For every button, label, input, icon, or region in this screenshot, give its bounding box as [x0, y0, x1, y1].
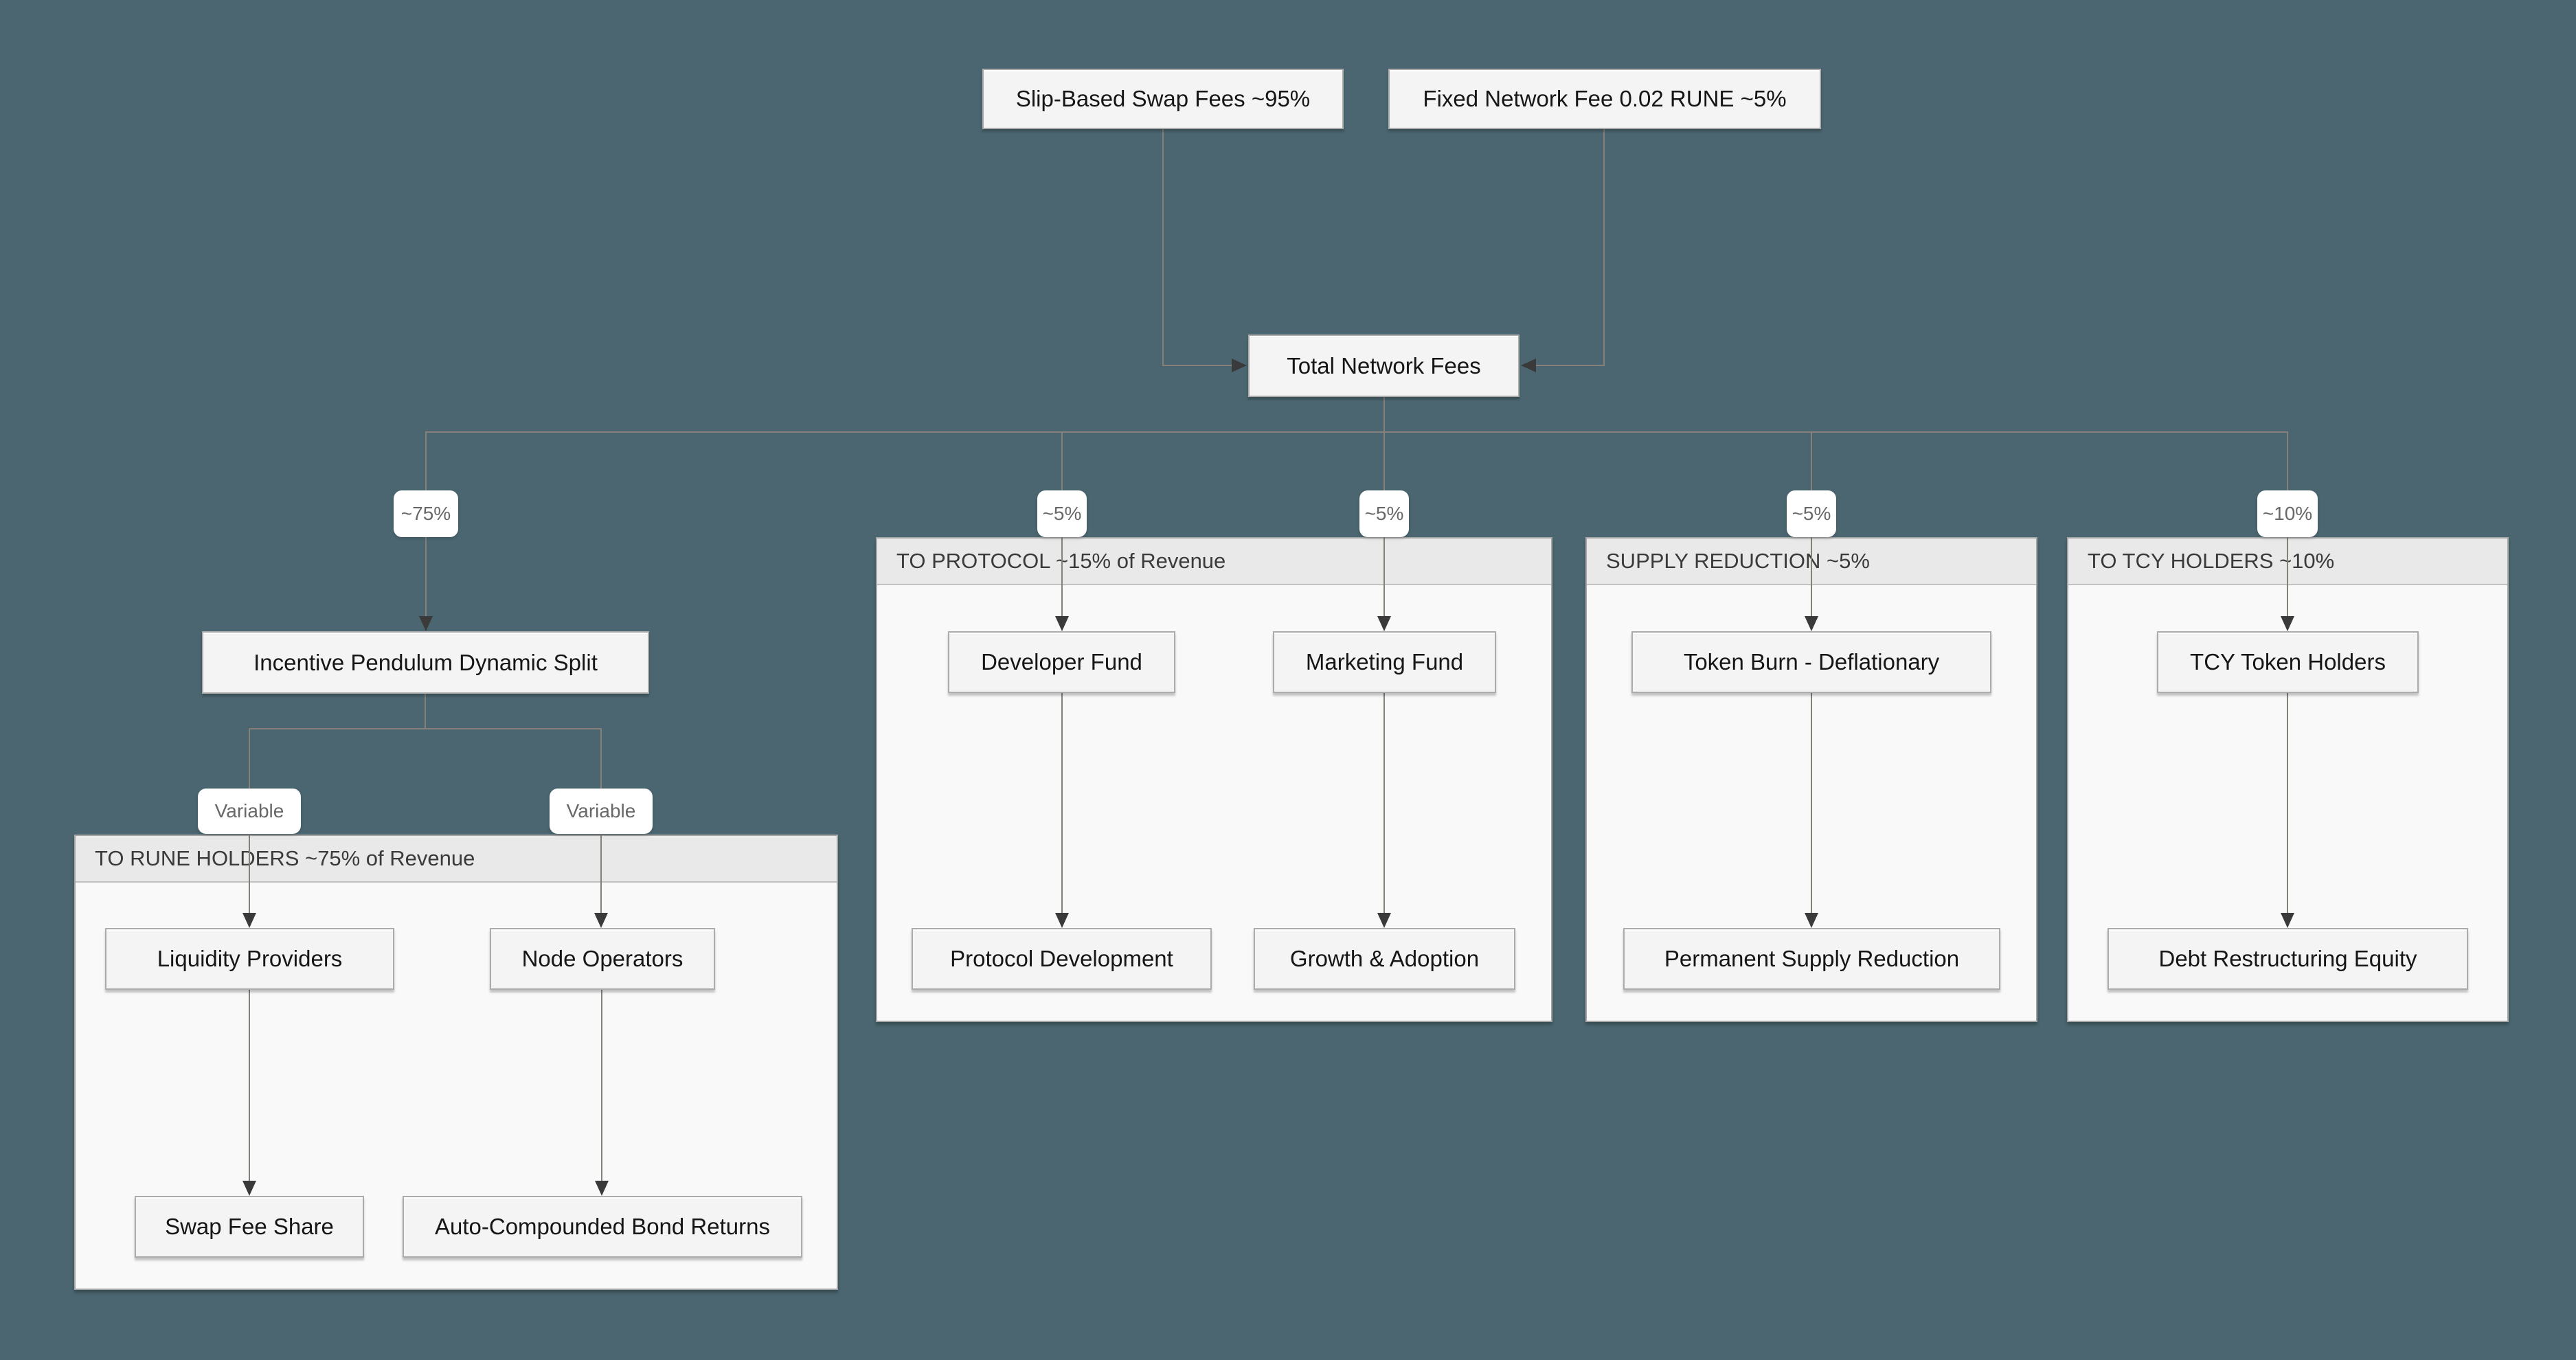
node-incentive-pendulum: Incentive Pendulum Dynamic Split — [202, 631, 649, 694]
edge-fixed-to-total-vertical — [1603, 129, 1605, 365]
edge-label-variable-right: Variable — [550, 789, 653, 834]
arrowhead-into-total-right — [1521, 359, 1536, 372]
node-liquidity-providers-label: Liquidity Providers — [157, 946, 343, 972]
node-protocol-development-label: Protocol Development — [950, 946, 1173, 972]
edge-fixed-to-total-horizontal — [1536, 365, 1605, 366]
subgraph-protocol-title: TO PROTOCOL ~15% of Revenue — [896, 549, 1226, 573]
node-tcy-token-holders: TCY Token Holders — [2157, 631, 2419, 693]
node-protocol-development: Protocol Development — [912, 928, 1212, 990]
node-growth-adoption-label: Growth & Adoption — [1289, 946, 1480, 972]
node-total-network-fees: Total Network Fees — [1248, 335, 1519, 397]
edge-label-5pct-burn-text: ~5% — [1792, 503, 1831, 524]
edge-incentive-split — [249, 728, 602, 729]
edge-label-10pct: ~10% — [2257, 490, 2318, 537]
edge-slip-to-total-vertical — [1162, 129, 1164, 365]
node-liquidity-providers: Liquidity Providers — [105, 928, 394, 990]
arrowhead-into-incentive — [419, 616, 433, 631]
node-token-burn-label: Token Burn - Deflationary — [1683, 649, 1940, 675]
arrowhead-into-protocol-development — [1055, 913, 1069, 928]
node-developer-fund: Developer Fund — [948, 631, 1175, 693]
edge-nodeops-to-bond-returns — [601, 990, 602, 1181]
node-permanent-supply-reduction-label: Permanent Supply Reduction — [1664, 946, 1960, 972]
edge-label-5pct-burn: ~5% — [1787, 490, 1836, 537]
edge-tcy-to-debt-equity — [2287, 693, 2288, 914]
node-developer-fund-label: Developer Fund — [981, 649, 1142, 675]
arrowhead-into-swap-fee-share — [242, 1181, 256, 1196]
node-slip-based-swap-fees-label: Slip-Based Swap Fees ~95% — [1015, 86, 1311, 112]
node-node-operators: Node Operators — [490, 928, 715, 990]
edge-label-variable-left: Variable — [198, 789, 301, 834]
arrowhead-into-tcy-holders — [2281, 616, 2294, 631]
edge-liquidity-to-swap-fee — [249, 990, 250, 1181]
node-swap-fee-share-label: Swap Fee Share — [165, 1214, 334, 1240]
subgraph-supply-reduction-title: SUPPLY REDUCTION ~5% — [1606, 549, 1870, 573]
subgraph-protocol-header: TO PROTOCOL ~15% of Revenue — [877, 539, 1551, 585]
node-fixed-network-fee: Fixed Network Fee 0.02 RUNE ~5% — [1388, 69, 1821, 129]
edge-label-75pct-text: ~75% — [400, 503, 451, 524]
edge-label-5pct-developer: ~5% — [1037, 490, 1087, 537]
edge-total-to-rail — [1383, 397, 1385, 433]
node-debt-restructuring-equity: Debt Restructuring Equity — [2108, 928, 2468, 990]
subgraph-tcy-holders-title: TO TCY HOLDERS ~10% — [2088, 549, 2335, 573]
node-incentive-pendulum-label: Incentive Pendulum Dynamic Split — [253, 649, 598, 675]
node-swap-fee-share: Swap Fee Share — [135, 1196, 364, 1258]
arrowhead-into-bond-returns — [595, 1181, 609, 1196]
node-marketing-fund: Marketing Fund — [1273, 631, 1496, 693]
edge-incentive-stem — [425, 694, 426, 729]
node-permanent-supply-reduction: Permanent Supply Reduction — [1623, 928, 2000, 990]
edge-label-5pct-marketing: ~5% — [1359, 490, 1409, 537]
node-node-operators-label: Node Operators — [521, 946, 683, 972]
node-debt-restructuring-equity-label: Debt Restructuring Equity — [2158, 946, 2417, 972]
edge-label-75pct: ~75% — [394, 490, 458, 537]
edge-label-variable-right-text: Variable — [566, 800, 636, 821]
arrowhead-into-token-burn — [1805, 616, 1818, 631]
node-marketing-fund-label: Marketing Fund — [1305, 649, 1464, 675]
node-auto-compounded-bond-returns: Auto-Compounded Bond Returns — [403, 1196, 802, 1258]
node-total-network-fees-label: Total Network Fees — [1287, 352, 1481, 378]
edge-burn-to-permanent-reduction — [1811, 693, 1812, 914]
edge-marketing-to-growth — [1383, 693, 1385, 914]
node-growth-adoption: Growth & Adoption — [1254, 928, 1515, 990]
arrowhead-into-liquidity-providers — [242, 913, 256, 928]
edge-label-5pct-marketing-text: ~5% — [1364, 503, 1404, 524]
arrowhead-into-debt-equity — [2281, 913, 2294, 928]
node-auto-compounded-bond-returns-label: Auto-Compounded Bond Returns — [435, 1214, 770, 1240]
node-tcy-token-holders-label: TCY Token Holders — [2190, 649, 2386, 675]
node-token-burn: Token Burn - Deflationary — [1631, 631, 1991, 693]
edge-label-variable-left-text: Variable — [214, 800, 284, 821]
edge-slip-to-total-horizontal — [1162, 365, 1232, 366]
subgraph-rune-holders-title: TO RUNE HOLDERS ~75% of Revenue — [95, 846, 475, 870]
edge-label-5pct-developer-text: ~5% — [1042, 503, 1082, 524]
edge-developer-to-protocol-dev — [1061, 693, 1063, 914]
arrowhead-into-marketing-fund — [1377, 616, 1391, 631]
node-slip-based-swap-fees: Slip-Based Swap Fees ~95% — [982, 69, 1344, 129]
arrowhead-into-growth-adoption — [1377, 913, 1391, 928]
edge-label-10pct-text: ~10% — [2262, 503, 2313, 524]
arrowhead-into-node-operators — [594, 913, 608, 928]
arrowhead-into-developer-fund — [1055, 616, 1069, 631]
edge-distribution-rail — [425, 431, 2288, 433]
arrowhead-into-total-left — [1232, 359, 1247, 372]
subgraph-rune-holders-header: TO RUNE HOLDERS ~75% of Revenue — [76, 836, 837, 883]
node-fixed-network-fee-label: Fixed Network Fee 0.02 RUNE ~5% — [1423, 86, 1787, 112]
arrowhead-into-permanent-reduction — [1805, 913, 1818, 928]
